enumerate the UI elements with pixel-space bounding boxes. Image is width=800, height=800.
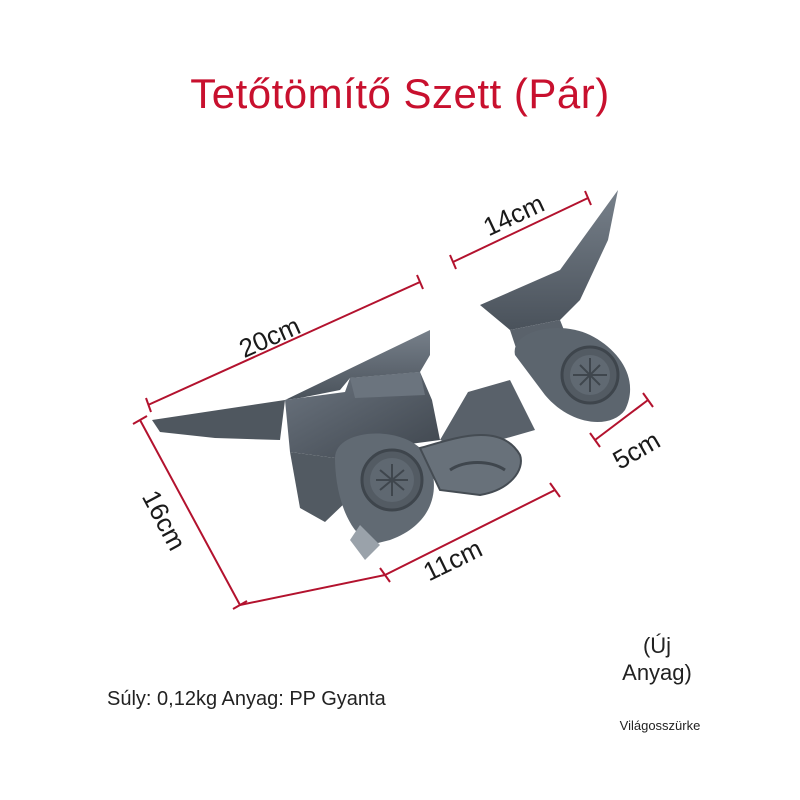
product-info: Súly: 0,12kg Anyag: PP Gyanta bbox=[107, 688, 386, 710]
color-label: Világosszürke bbox=[619, 718, 701, 733]
badge-line-1: (Új bbox=[642, 633, 672, 658]
small-roof-seal-piece bbox=[480, 190, 631, 422]
dimension-lines bbox=[132, 190, 654, 610]
large-roof-seal-piece bbox=[152, 330, 535, 560]
new-material-badge: (Új Anyag) bbox=[612, 632, 702, 686]
page-title: Tetőtömítő Szett (Pár) bbox=[190, 70, 610, 117]
badge-line-2: Anyag) bbox=[622, 660, 692, 685]
